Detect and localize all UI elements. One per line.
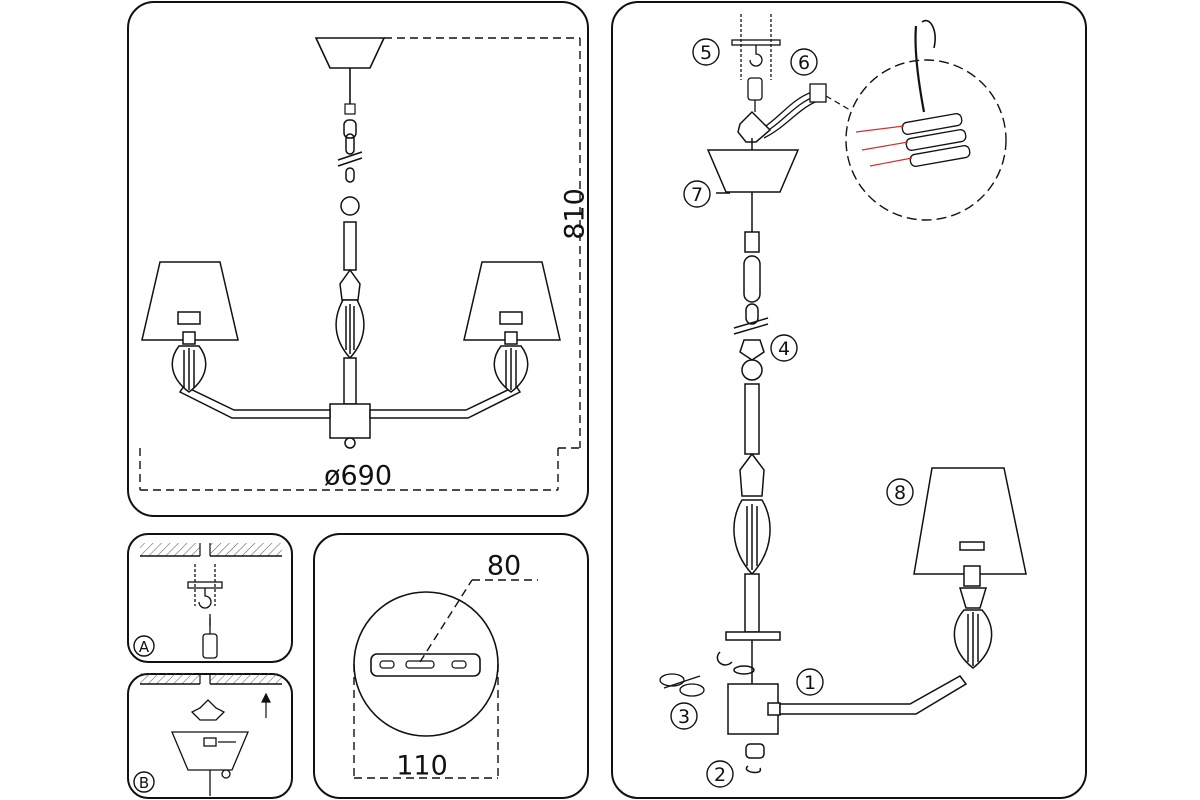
chain (337, 119, 363, 216)
wiring-zoom-detail (825, 19, 1007, 221)
step-4-label: 4 (778, 338, 790, 360)
width-label: 110 (396, 751, 448, 782)
diameter-dimension-line (139, 448, 559, 491)
hook-and-screws (731, 14, 781, 112)
height-dimension-line (384, 37, 581, 449)
screwdriver-icon (202, 618, 218, 659)
step-6-badge (790, 48, 818, 76)
bracket-and-screws (187, 564, 223, 626)
mount-step-a-panel: A (127, 533, 293, 663)
lamp-sockets (659, 673, 705, 697)
assembly-lamp (913, 467, 1027, 669)
step-2-badge (706, 760, 734, 788)
step-3-badge (670, 702, 698, 730)
step-a-badge (133, 635, 155, 657)
canopy-detail-panel: 80 110 (313, 533, 589, 799)
step-badges: 1 2 3 4 5 6 7 8 (670, 38, 914, 788)
step-1-badge (796, 668, 824, 696)
depth-leader-line (419, 579, 538, 663)
step-6-label: 6 (798, 52, 810, 74)
left-lamp (141, 261, 239, 393)
step-5-badge (692, 38, 720, 66)
step-b-label: B (139, 774, 149, 792)
canopy-shape (314, 37, 386, 69)
assembly-canopy (706, 110, 800, 194)
step-b-badge (133, 771, 155, 793)
step-8-badge (886, 478, 914, 506)
assembly-stem (716, 383, 781, 684)
depth-label: 80 (487, 551, 521, 582)
step-a-label: A (139, 638, 150, 656)
step-7-badge (683, 180, 711, 208)
up-arrow-icon (261, 692, 271, 718)
step-8-label: 8 (894, 482, 906, 504)
width-dimension-line (353, 664, 499, 779)
assembly-panel: 1 2 3 4 5 6 7 8 (611, 1, 1087, 799)
step-5-label: 5 (700, 42, 712, 64)
right-lamp (463, 261, 561, 393)
height-label: 810 (560, 188, 591, 240)
assembly-chain (733, 192, 769, 381)
diameter-label: ø690 (324, 461, 392, 492)
step-3-label: 3 (678, 706, 690, 728)
step-4-badge (770, 334, 798, 362)
overview-panel: 810 ø690 (127, 1, 591, 517)
step-7-label: 7 (691, 184, 703, 206)
assembly-hub (727, 675, 968, 774)
mount-step-b-panel: B (127, 673, 293, 799)
canopy-assembly (171, 699, 249, 796)
step-1-label: 1 (804, 672, 816, 694)
stem (335, 221, 365, 405)
step-2-label: 2 (714, 764, 726, 786)
